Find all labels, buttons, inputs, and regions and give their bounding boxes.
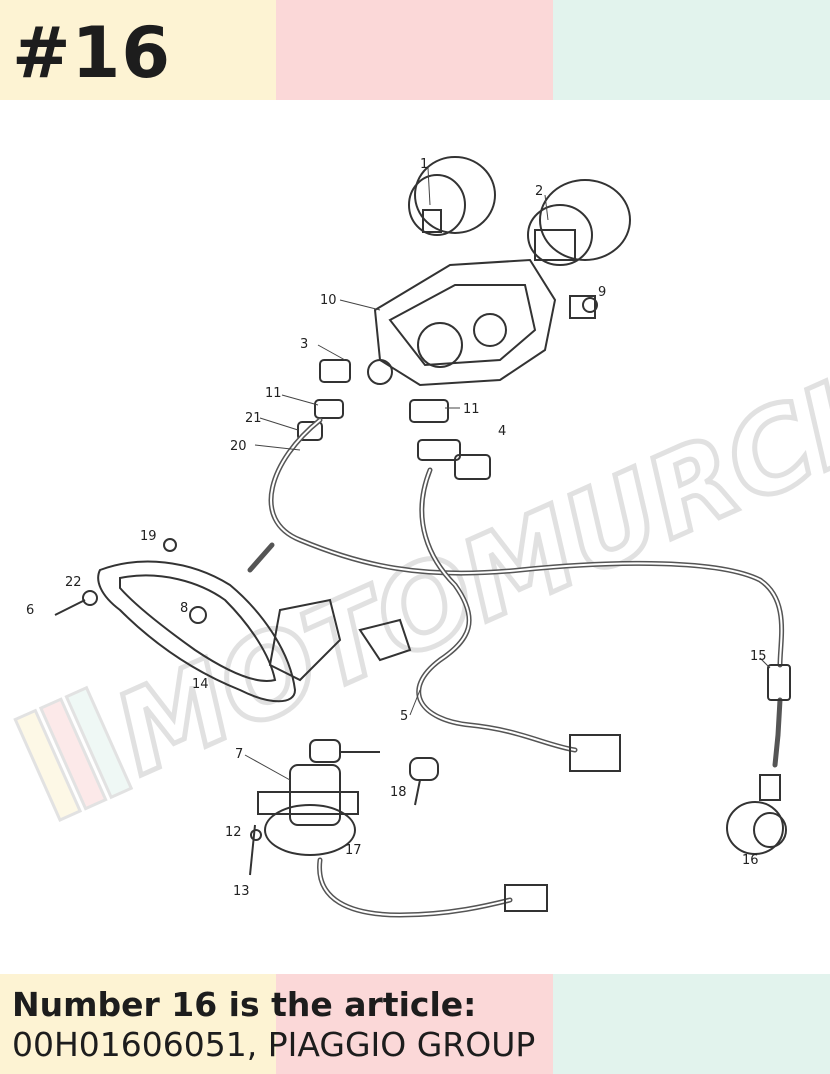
callout-2: 2 (535, 184, 543, 199)
callout-5: 5 (400, 709, 408, 724)
callout-15: 15 (750, 649, 767, 664)
callout-9: 9 (598, 285, 606, 300)
page-title: #16 (12, 12, 172, 94)
callout-1: 1 (420, 157, 428, 172)
hardware (54, 297, 598, 876)
callout-6: 6 (26, 603, 34, 618)
callout-7: 7 (235, 747, 243, 762)
callout-22: 22 (65, 575, 82, 590)
wiring-harness (247, 417, 785, 918)
top-color-band (0, 0, 830, 100)
callout-14: 14 (192, 677, 209, 692)
ignition-switch (257, 739, 380, 856)
connector-6pin (569, 734, 621, 772)
callout-21: 21 (245, 411, 262, 426)
callout-20: 20 (230, 439, 247, 454)
ignition-key (409, 757, 439, 806)
bulb-sockets (297, 359, 491, 480)
watermark-text: MOTOMURCIA (97, 325, 830, 801)
leader-lines (244, 167, 771, 781)
instrument-housing (367, 258, 596, 387)
callout-11a: 11 (265, 386, 282, 401)
callout-labels: 1 2 3 4 5 6 7 8 9 10 11 11 12 13 14 15 1… (26, 157, 767, 899)
inline-fuse-15 (767, 664, 791, 701)
callout-4: 4 (498, 424, 506, 439)
callout-10: 10 (320, 293, 337, 308)
caption-heading: Number 16 is the article: (12, 985, 477, 1024)
callout-16: 16 (742, 853, 759, 868)
callout-12: 12 (225, 825, 242, 840)
bottom-color-band (0, 974, 830, 1074)
watermark: MOTOMURCIA (13, 323, 830, 822)
connector-ignition (504, 884, 548, 912)
gauge-2 (527, 179, 631, 266)
handlebar-cover (97, 560, 412, 703)
callout-13: 13 (233, 884, 250, 899)
callout-11b: 11 (463, 402, 480, 417)
caption-article: 00H01606051, PIAGGIO GROUP (12, 1025, 536, 1064)
callout-18: 18 (390, 785, 407, 800)
gauge-1 (408, 156, 496, 236)
speedometer-drive (726, 774, 787, 855)
exploded-parts-diagram: MOTOMURCIA (13, 156, 830, 918)
callout-8: 8 (180, 601, 188, 616)
callout-3: 3 (300, 337, 308, 352)
callout-17: 17 (345, 843, 362, 858)
callout-19: 19 (140, 529, 157, 544)
